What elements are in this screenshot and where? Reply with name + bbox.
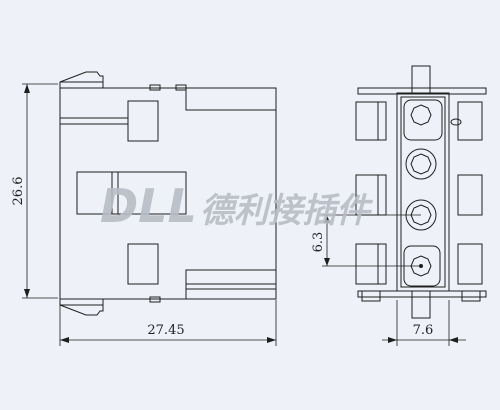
height-dimension	[22, 83, 58, 299]
depth-arrow-right	[449, 337, 458, 343]
side-view	[59, 71, 277, 316]
top-flange	[357, 87, 487, 95]
width-arrow-right	[267, 337, 276, 343]
top-key	[411, 65, 431, 94]
height-arrow-bottom	[24, 289, 30, 298]
width-dimension	[59, 300, 277, 346]
bottom-flange	[357, 290, 487, 298]
side-view-body	[59, 87, 277, 300]
pitch-label: 6.3	[311, 232, 326, 253]
depth-label: 7.6	[413, 323, 434, 338]
watermark-chinese: 德利接插件	[200, 191, 374, 231]
watermark: DLL 德利接插件	[100, 179, 374, 233]
right-tab-2	[457, 174, 483, 216]
polarizing-slot	[450, 118, 462, 126]
cavity-4-octagon	[410, 255, 432, 277]
lower-window	[127, 243, 159, 285]
depth-arrow-left	[388, 337, 397, 343]
cavity-1	[403, 99, 443, 141]
cavity-1-octagon	[410, 104, 432, 126]
middle-slot	[76, 171, 187, 215]
pitch-dimension	[322, 214, 421, 267]
watermark-brand: DLL	[100, 179, 197, 233]
right-tab-3	[457, 243, 483, 285]
width-label: 27.45	[147, 323, 184, 338]
upper-window	[127, 100, 159, 142]
cavity-1-frame	[403, 99, 443, 141]
top-rib-2	[175, 84, 187, 91]
cavity-2-ring	[405, 148, 437, 180]
cavity-2-octagon	[410, 153, 432, 175]
front-view	[355, 65, 487, 319]
depth-dimension	[382, 300, 466, 346]
upper-right-step	[185, 88, 276, 111]
left-tab-1-inner	[377, 101, 387, 141]
height-label: 26.6	[11, 177, 26, 206]
pitch-arrow-bottom	[324, 258, 330, 266]
bottom-foot-left	[361, 290, 381, 302]
cavity-2	[405, 148, 437, 180]
right-tab-1	[457, 101, 483, 141]
width-arrow-left	[60, 337, 69, 343]
cavity-3-octagon	[410, 204, 432, 226]
front-housing-inner	[400, 96, 446, 288]
bottom-rib	[149, 296, 161, 303]
height-arrow-top	[24, 84, 30, 93]
top-rib	[149, 84, 161, 91]
pitch-arrow-top	[324, 215, 330, 223]
left-tab-3-inner	[377, 243, 387, 285]
bottom-foot-right	[461, 290, 481, 302]
